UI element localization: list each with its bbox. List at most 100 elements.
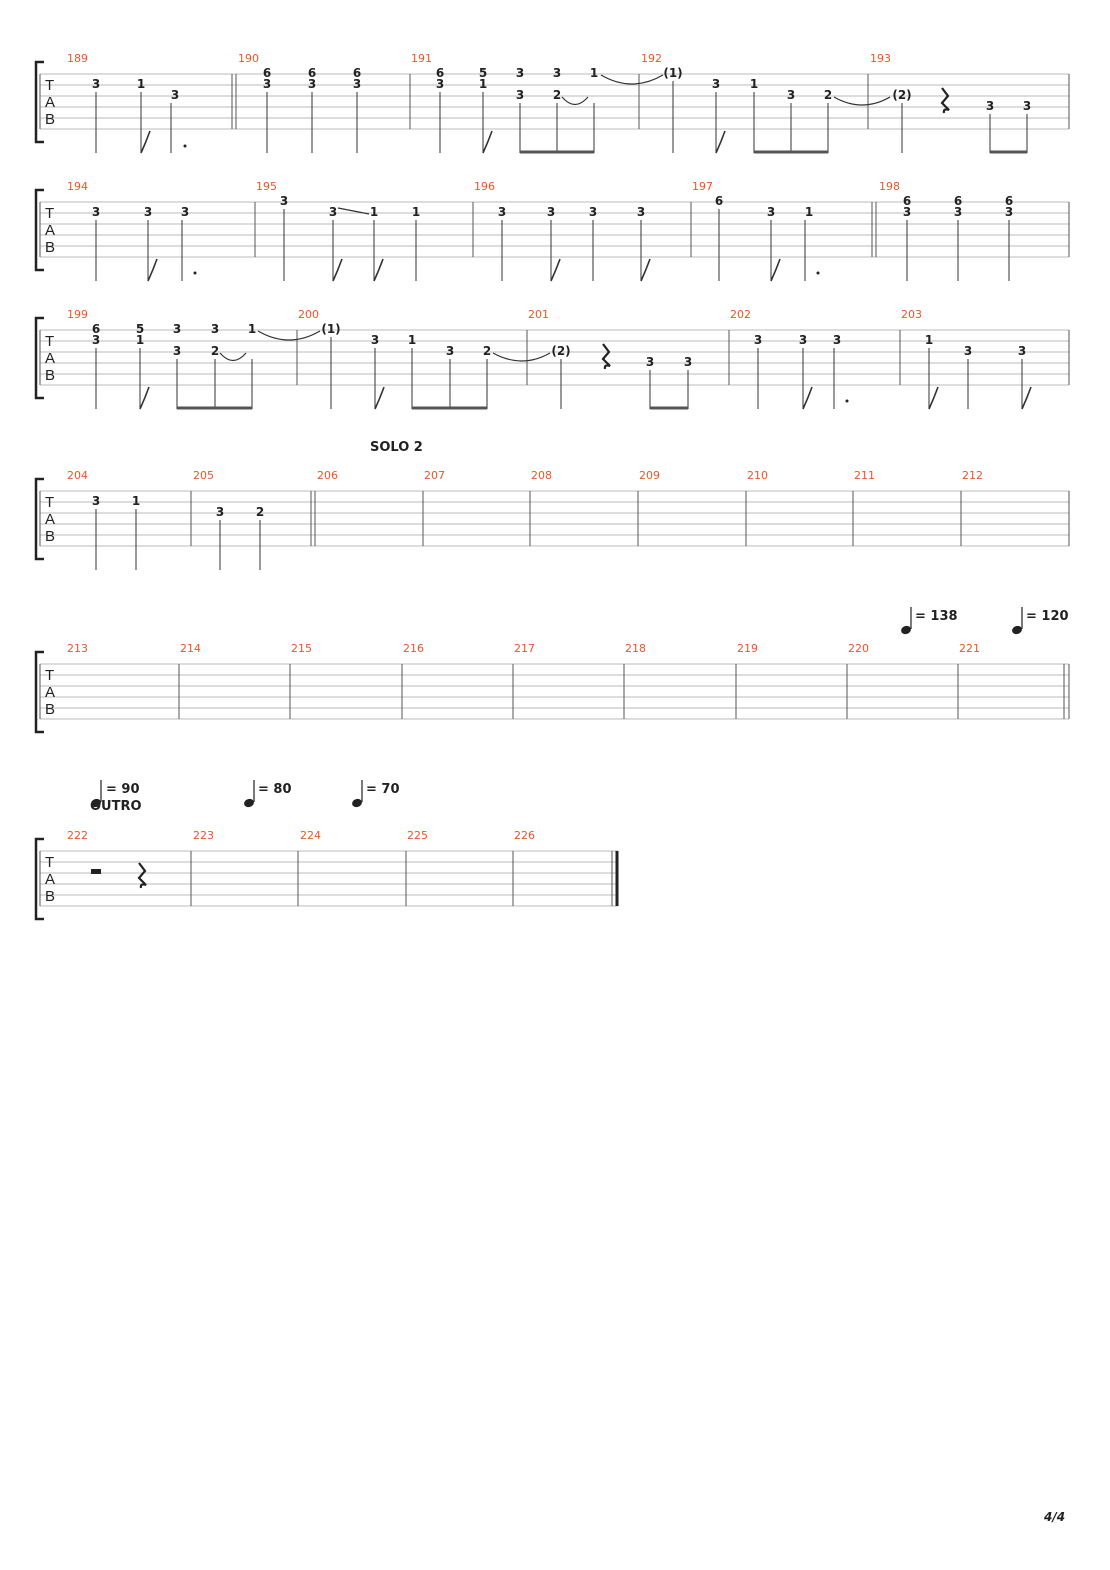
measure-number: 216 (403, 642, 424, 655)
tempo-120: = 120 (1026, 609, 1069, 624)
measure-number: 208 (531, 469, 552, 482)
tab-clef-t: T (45, 667, 54, 684)
tempo-marking-3: = 90 (91, 780, 140, 808)
tab-clef-b: B (45, 888, 55, 905)
fret-number: 3 (211, 322, 219, 336)
fret-number: 3 (553, 66, 561, 80)
fret-number: 3 (92, 494, 100, 508)
tempo-marking-1: = 138 (901, 607, 958, 635)
fret-number: 3 (712, 77, 720, 91)
fret-number: 1 (805, 205, 813, 219)
staff-lines (40, 73, 1069, 130)
tie (561, 96, 589, 106)
tie (600, 74, 664, 85)
tab-clef-t: T (45, 333, 54, 350)
fret-number: 3 (767, 205, 775, 219)
fret-number: 3 (92, 333, 100, 347)
staff-lines (40, 490, 1069, 547)
measure-number: 222 (67, 829, 88, 842)
system-bracket (34, 650, 44, 734)
fret-number: 3 (144, 205, 152, 219)
fret-number: (2) (551, 344, 570, 358)
tab-clef-b: B (45, 111, 55, 128)
fret-number: 5 (479, 66, 487, 80)
fret-number: 3 (92, 205, 100, 219)
tempo-marking-5: = 70 (352, 780, 400, 808)
measure-number: 205 (193, 469, 214, 482)
system-bracket (34, 316, 44, 400)
measure-number: 213 (67, 642, 88, 655)
measure-number: 224 (300, 829, 321, 842)
fret-number: 6 (308, 66, 316, 80)
fret-number: 3 (280, 194, 288, 208)
tab-clef-b: B (45, 239, 55, 256)
fret-number: 3 (637, 205, 645, 219)
tab-clef-a: A (45, 684, 55, 701)
tempo-90: = 90 (106, 782, 140, 797)
measure-number: 219 (737, 642, 758, 655)
fret-number: 6 (715, 194, 723, 208)
tempo-marking-4: = 80 (244, 780, 292, 808)
fret-number: 3 (516, 66, 524, 80)
tab-clef-b: B (45, 367, 55, 384)
fret-number: 3 (954, 205, 962, 219)
staff-lines (40, 329, 1069, 386)
fret-number: 3 (547, 205, 555, 219)
fret-number: (1) (321, 322, 340, 336)
measure-number: 223 (193, 829, 214, 842)
section-label-solo-2: SOLO 2 (370, 440, 423, 455)
fret-number: 3 (986, 99, 994, 113)
fret-number: 3 (171, 88, 179, 102)
fret-number: 3 (903, 205, 911, 219)
measure-number: 214 (180, 642, 201, 655)
page-number: 4/4 (1043, 1510, 1065, 1524)
fret-number: 3 (1018, 344, 1026, 358)
measure-number: 200 (298, 308, 319, 321)
tempo-80: = 80 (258, 782, 292, 797)
fret-number: 6 (436, 66, 444, 80)
fret-number: 1 (412, 205, 420, 219)
measure-number: 201 (528, 308, 549, 321)
fret-number: 3 (833, 333, 841, 347)
fret-number: 3 (216, 505, 224, 519)
fret-number: 1 (925, 333, 933, 347)
fret-number: 3 (799, 333, 807, 347)
measure-number: 218 (625, 642, 646, 655)
tempo-marking-2: = 120 (1012, 607, 1069, 635)
fret-number: 3 (329, 205, 337, 219)
tab-clef-t: T (45, 854, 54, 871)
measure-number: 204 (67, 469, 88, 482)
fret-number: 3 (436, 77, 444, 91)
fret-number: 3 (964, 344, 972, 358)
measure-number: 220 (848, 642, 869, 655)
fret-number: 3 (646, 355, 654, 369)
fret-number: 3 (1005, 205, 1013, 219)
fret-number: 3 (589, 205, 597, 219)
system-bracket (34, 477, 44, 561)
fret-number: 6 (353, 66, 361, 80)
system-4: T A B 204 205 206 207 208 209 210 211 21… (34, 469, 1070, 570)
rhythm-stems (95, 81, 1028, 154)
fret-number: 3 (516, 88, 524, 102)
system-2: T A B 194 195 196 197 198 3 3 3 3 3 1 1 … (34, 180, 1070, 282)
quarter-rest (601, 343, 611, 370)
tab-clef-a: A (45, 511, 55, 528)
fret-number: 2 (553, 88, 561, 102)
fret-number: 2 (483, 344, 491, 358)
fret-number: 1 (136, 333, 144, 347)
fret-number: (1) (663, 66, 682, 80)
fret-number: 1 (408, 333, 416, 347)
system-bracket (34, 837, 44, 921)
half-rest (91, 869, 101, 874)
fret-number: 6 (92, 322, 100, 336)
fret-number: (2) (892, 88, 911, 102)
measure-number: 196 (474, 180, 495, 193)
measure-number: 191 (411, 52, 432, 65)
measure-number: 202 (730, 308, 751, 321)
tab-clef-a: A (45, 94, 55, 111)
measure-number: 212 (962, 469, 983, 482)
tempo-70: = 70 (366, 782, 400, 797)
fret-number: 1 (750, 77, 758, 91)
tab-clef-b: B (45, 528, 55, 545)
